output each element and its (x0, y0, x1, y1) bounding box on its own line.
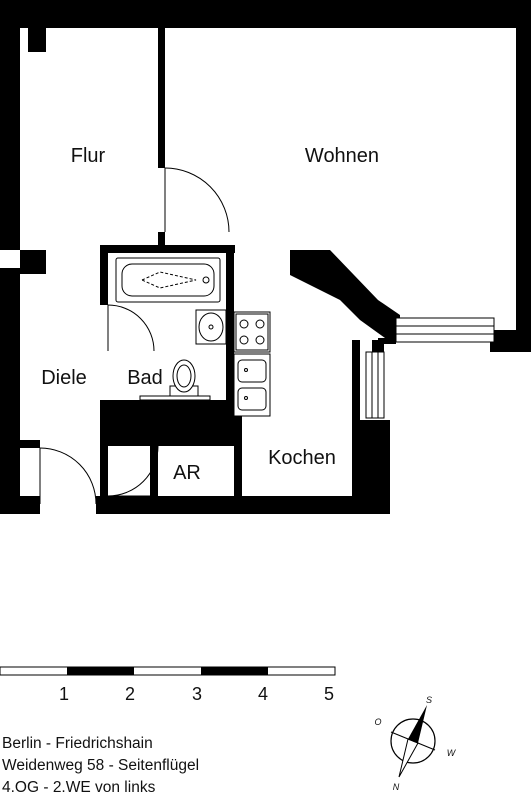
caption-unit: 4.OG - 2.WE von links (2, 779, 156, 796)
scale-tick-3: 3 (192, 684, 202, 704)
bathtub (115, 257, 221, 303)
walls (0, 0, 531, 514)
washbasin (195, 309, 227, 345)
address-caption: Berlin - Friedrichshain Weidenweg 58 - S… (2, 733, 199, 799)
room-label-wohnen: Wohnen (305, 145, 379, 167)
window-kochen (365, 351, 385, 419)
compass-letter-w: W (447, 748, 457, 758)
compass-letter-o: O (374, 717, 381, 727)
doors (39, 167, 230, 505)
room-label-bad: Bad (127, 367, 163, 389)
compass-rose-icon: S N O W (374, 695, 456, 792)
kitchen-sink (233, 353, 271, 417)
caption-city: Berlin - Friedrichshain (2, 735, 153, 752)
scale-tick-2: 2 (125, 684, 135, 704)
compass-letter-n: N (393, 782, 400, 792)
room-label-ar: AR (173, 462, 201, 484)
scale-bar: 1 2 3 4 5 (0, 666, 336, 704)
scale-tick-5: 5 (324, 684, 334, 704)
caption-street: Weidenweg 58 - Seitenflügel (2, 757, 200, 774)
scale-tick-4: 4 (258, 684, 268, 704)
toilet (139, 359, 211, 401)
compass-letter-s: S (426, 695, 432, 705)
room-label-kochen: Kochen (268, 447, 336, 469)
scale-tick-1: 1 (59, 684, 69, 704)
room-label-diele: Diele (41, 367, 87, 389)
stove (233, 311, 271, 353)
window-wohnen (395, 317, 495, 343)
room-label-flur: Flur (71, 145, 106, 167)
